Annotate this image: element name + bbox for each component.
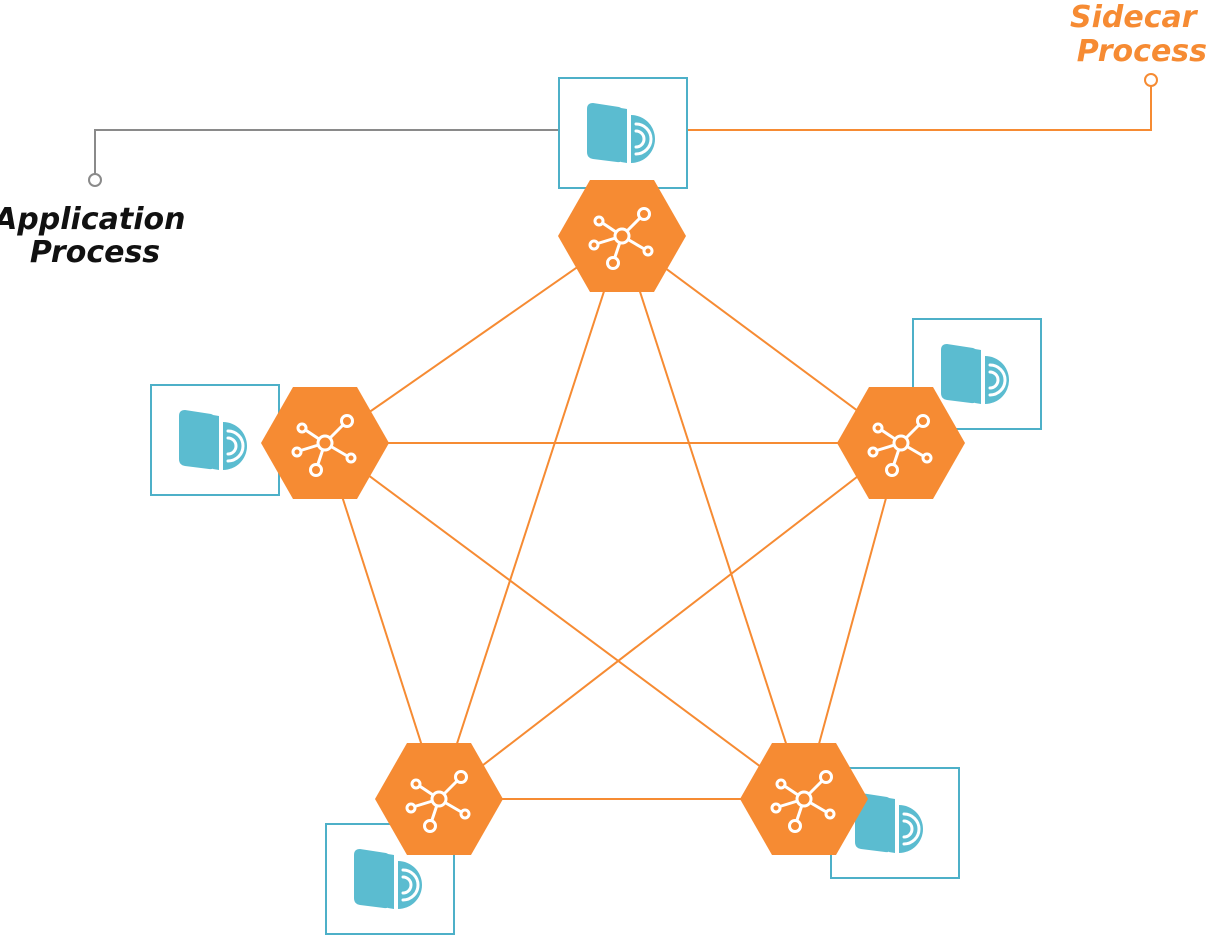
app-box-left [150,384,280,496]
sidecar-process-label: Sidecar Process [1070,0,1207,69]
sidecar-callout-dot [1144,73,1158,87]
mesh-link-top-to-bottom-right [621,235,805,800]
application-callout-dot [88,173,102,187]
app-box-bottom-left [325,823,455,935]
sidecar-proxy-left [261,387,389,499]
sidecar-process-callout: Sidecar Process [688,0,1207,131]
mesh-link-left-to-bottom-right [324,442,805,800]
app-box-top [558,77,688,189]
sidecar-proxy-bottom-left [375,743,503,855]
mesh-links [324,235,902,800]
mesh-link-right-to-bottom-right [803,442,902,800]
sidecar-proxy-right [837,387,965,499]
application-callout-line [94,129,560,174]
sidecar-proxy-bottom-right [740,743,868,855]
sidecar-proxy-top [558,180,686,292]
mesh-link-top-to-right [621,235,902,444]
sidecar-label-line-1: Sidecar [1070,0,1199,35]
sidecar-label-line-2: Process [1077,34,1207,69]
application-label-line-1: Application [0,202,185,237]
mesh-link-top-to-bottom-left [438,235,623,800]
mesh-link-right-to-bottom-left [438,442,902,800]
application-process-callout: Application Process [0,129,560,270]
application-process-label: Application Process [0,202,196,270]
mesh-link-top-to-left [324,235,623,444]
sidecar-callout-line [688,86,1152,131]
sidecar-proxies [261,180,965,855]
application-label-line-2: Process [30,235,160,270]
mesh-link-left-to-bottom-left [324,442,440,800]
